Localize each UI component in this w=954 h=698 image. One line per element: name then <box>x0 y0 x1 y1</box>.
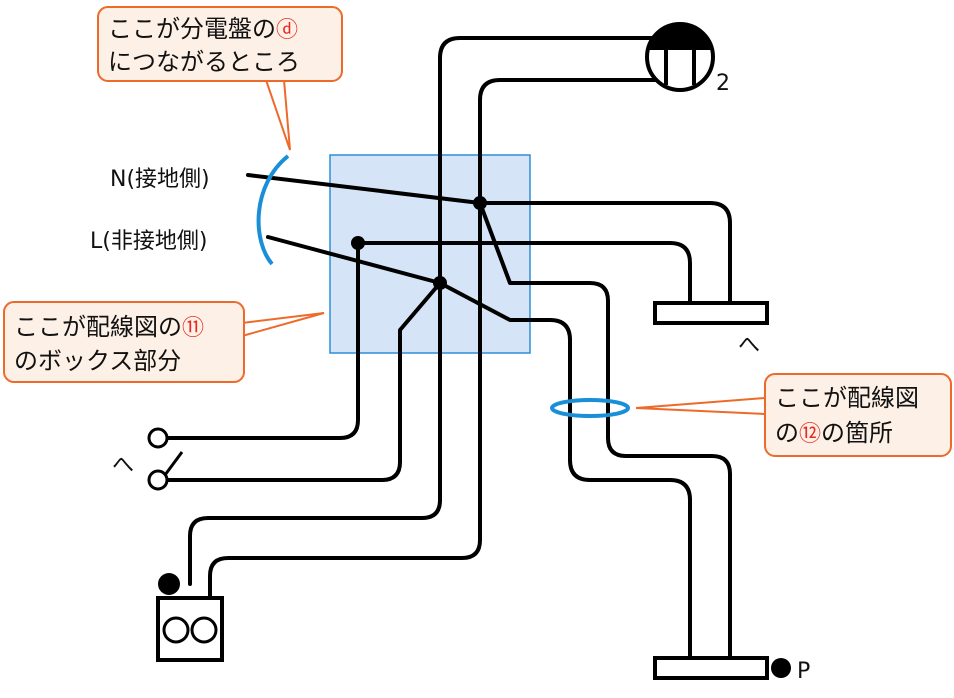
wire-l-feed <box>266 235 442 285</box>
n-wire-label: N(接地側) <box>110 167 210 192</box>
callout-panel-line2: につながるところ <box>108 48 300 76</box>
wire-n-to-pilot <box>478 201 610 402</box>
callout-wiring: ここが配線図 の⑫の箇所 <box>635 373 952 457</box>
svg-text:の⑫の箇所: の⑫の箇所 <box>775 419 893 447</box>
lamp-fixture-symbol <box>653 301 769 325</box>
callout-box-line1: ここが配線図の <box>14 313 182 341</box>
receptacle-number-label: 2 <box>716 71 730 96</box>
callout-wiring-line1: ここが配線図 <box>775 384 919 412</box>
callout-panel: ここが分電盤のⓓ につながるところ <box>97 6 343 151</box>
wire-n-to-lamp <box>478 201 732 305</box>
callout-box: ここが配線図の⑪ のボックス部分 <box>3 301 325 383</box>
switch-symbol <box>147 427 184 491</box>
svg-text:ここが分電盤のⓓ: ここが分電盤のⓓ <box>108 15 298 43</box>
callout-wiring-line2-prefix: の <box>775 419 799 447</box>
wire-l-to-receptacle2 <box>438 36 667 285</box>
lamp-symbol-label: へ <box>738 333 760 358</box>
panel-bracket <box>256 154 290 266</box>
wire-switch-upper <box>163 241 360 440</box>
callout-wiring-mark: ⑫ <box>799 422 821 447</box>
junction-dot-switch <box>351 236 365 250</box>
wire-n-to-pilot-lower <box>606 398 732 660</box>
junction-dot-n <box>473 196 487 210</box>
wire-n-to-receptacle2 <box>478 78 667 205</box>
wire-l-to-switch <box>163 281 442 482</box>
wire-l-to-pilot <box>438 281 692 660</box>
pilot-fixture-symbol <box>653 656 769 680</box>
receptacle-2-symbol <box>645 22 715 92</box>
callout-panel-mark: ⓓ <box>276 18 298 43</box>
wire-n-to-outlet <box>208 201 482 600</box>
callout-wiring-line2-suffix: の箇所 <box>821 419 893 447</box>
svg-text:ここが配線図の⑪: ここが配線図の⑪ <box>14 313 204 341</box>
outlet-symbol <box>156 573 224 662</box>
callout-box-line2: のボックス部分 <box>14 347 181 375</box>
pilot-p-label: P <box>797 659 810 684</box>
wire-l-to-outlet <box>188 281 442 586</box>
pilot-dot <box>771 658 791 678</box>
callout-panel-line1: ここが分電盤の <box>108 15 276 43</box>
junction-dot-l <box>433 276 447 290</box>
switch-symbol-label: へ <box>112 453 134 478</box>
callout-box-mark: ⑪ <box>182 316 204 341</box>
l-wire-label: L(非接地側) <box>90 229 207 254</box>
wiring-ring <box>550 398 630 418</box>
wire-switch-to-lamp <box>356 241 692 305</box>
